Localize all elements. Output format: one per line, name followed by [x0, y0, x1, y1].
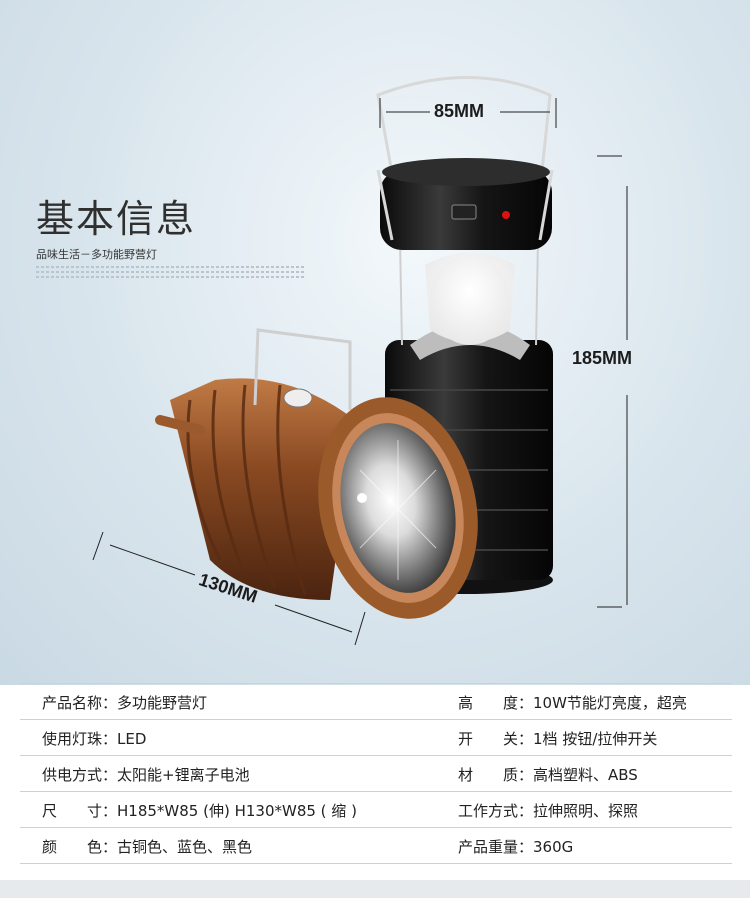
spec-label: 开 关：	[458, 730, 534, 748]
black-lantern	[376, 76, 554, 594]
spec-label: 供电方式：	[42, 766, 118, 784]
spec-value: 1档 按钮/拉伸开关	[533, 730, 658, 748]
spec-value: 高档塑料、ABS	[533, 766, 638, 784]
spec-row: 颜 色：古铜色、蓝色、黑色 产品重量：360G	[20, 828, 732, 864]
spec-label: 高 度：	[458, 694, 534, 712]
spec-row: 供电方式：太阳能+锂离子电池 材 质：高档塑料、ABS	[20, 756, 732, 792]
decorative-divider	[36, 276, 306, 278]
spec-value: 10W节能灯亮度，超亮	[533, 694, 687, 712]
spec-value: 拉伸照明、探照	[533, 802, 639, 820]
spec-value: H185*W85 (伸) H130*W85 ( 缩 )	[117, 802, 357, 820]
lantern-illustration	[92, 76, 628, 646]
spec-value: 古铜色、蓝色、黑色	[117, 838, 253, 856]
spec-label: 使用灯珠：	[42, 730, 118, 748]
spec-value: 多功能野营灯	[117, 694, 208, 712]
spec-label: 尺 寸：	[42, 802, 118, 820]
spec-label: 材 质：	[458, 766, 534, 784]
spec-label: 产品重量：	[458, 838, 534, 856]
spec-row: 使用灯珠：LED 开 关：1档 按钮/拉伸开关	[20, 720, 732, 756]
spec-value: 太阳能+锂离子电池	[117, 766, 250, 784]
height-dimension: 185MM	[572, 348, 633, 368]
spec-row: 产品名称：多功能野营灯 高 度：10W节能灯亮度，超亮	[20, 683, 732, 720]
width-dimension: 85MM	[434, 101, 485, 121]
decorative-divider	[36, 266, 306, 268]
dimension-lines	[92, 98, 628, 646]
spec-label: 工作方式：	[458, 802, 534, 820]
spec-label: 颜 色：	[42, 838, 118, 856]
spec-label: 产品名称：	[42, 694, 118, 712]
product-hero: 基本信息 品味生活－多功能野营灯	[0, 0, 750, 685]
decorative-divider	[36, 271, 306, 273]
spec-table: 产品名称：多功能野营灯 高 度：10W节能灯亮度，超亮 使用灯珠：LED 开 关…	[20, 683, 732, 864]
spec-row: 尺 寸：H185*W85 (伸) H130*W85 ( 缩 ) 工作方式：拉伸照…	[20, 792, 732, 828]
footer-bar	[0, 880, 750, 898]
bronze-lantern	[155, 328, 478, 619]
spec-value: LED	[117, 730, 147, 748]
page-title: 基本信息	[36, 197, 197, 241]
page-subtitle: 品味生活－多功能野营灯	[36, 248, 157, 261]
spec-value: 360G	[533, 838, 574, 856]
